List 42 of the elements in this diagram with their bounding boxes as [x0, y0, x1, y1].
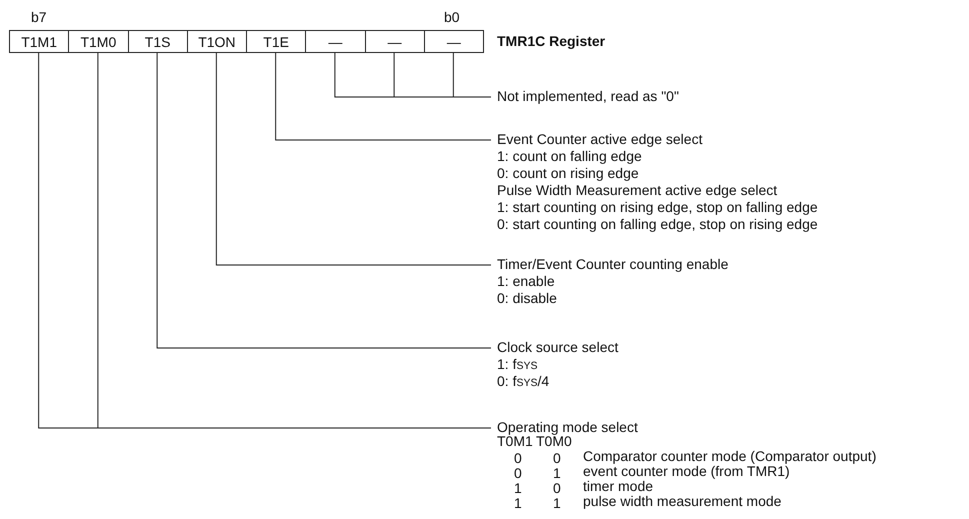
bit-value: 0 — [514, 465, 522, 482]
description-heading: Not implemented, read as "0" — [497, 88, 679, 105]
register-bit-cell: — — [424, 30, 484, 53]
leader-line — [452, 52, 492, 98]
mode-description: Comparator counter mode (Comparator output) — [583, 448, 876, 465]
bit-value: 1 — [514, 495, 522, 512]
bit-value: 1 — [514, 480, 522, 497]
description-heading: Clock source select — [497, 339, 618, 356]
bit-index-label: b0 — [444, 9, 460, 25]
bit-value: 0 — [553, 450, 561, 467]
mode-description: pulse width measurement mode — [583, 493, 782, 510]
description-text: 1: f$_{SYS}$ — [497, 356, 538, 373]
register-bit-cell: T1E — [246, 30, 306, 53]
description-text: 1: count on falling edge — [497, 148, 643, 165]
register-bit-cell: — — [364, 30, 425, 53]
bit-index-label: b7 — [31, 9, 47, 25]
description-text: Pulse Width Measurement active edge select — [497, 182, 778, 199]
column-header: T0M1 — [497, 433, 533, 450]
mode-description: timer mode — [583, 478, 654, 495]
register-bit-cell: T1ON — [186, 30, 247, 53]
description-text: 0: f$_{SYS}$/4 — [497, 373, 550, 390]
description-heading: Timer/Event Counter counting enable — [497, 256, 728, 273]
bit-value: 0 — [553, 480, 561, 497]
bit-value: 1 — [553, 465, 561, 482]
leader-line — [216, 52, 492, 266]
description-text: 0: start counting on falling edge, stop on rising edge — [497, 216, 818, 233]
description-text: 0: count on rising edge — [497, 165, 640, 182]
register-bit-cell: T1S — [128, 30, 188, 53]
leader-line — [156, 52, 492, 348]
bit-value: 1 — [553, 495, 561, 512]
bit-value: 0 — [514, 450, 522, 467]
register-bit-cell: — — [305, 30, 366, 53]
description-text: 1: enable — [497, 273, 556, 290]
description-heading: Event Counter active edge select — [497, 131, 704, 148]
register-bit-cell: T1M1 — [9, 30, 70, 53]
register-name: TMR1C Register — [497, 33, 606, 49]
description-text: 0: disable — [497, 290, 558, 307]
description-heading: Operating mode select — [497, 419, 638, 436]
description-text: 1: start counting on rising edge, stop on falling edge — [497, 199, 818, 216]
leader-line — [275, 52, 492, 140]
register-bit-cell: T1M0 — [68, 30, 128, 53]
mode-description: event counter mode (from TMR1) — [583, 463, 790, 480]
